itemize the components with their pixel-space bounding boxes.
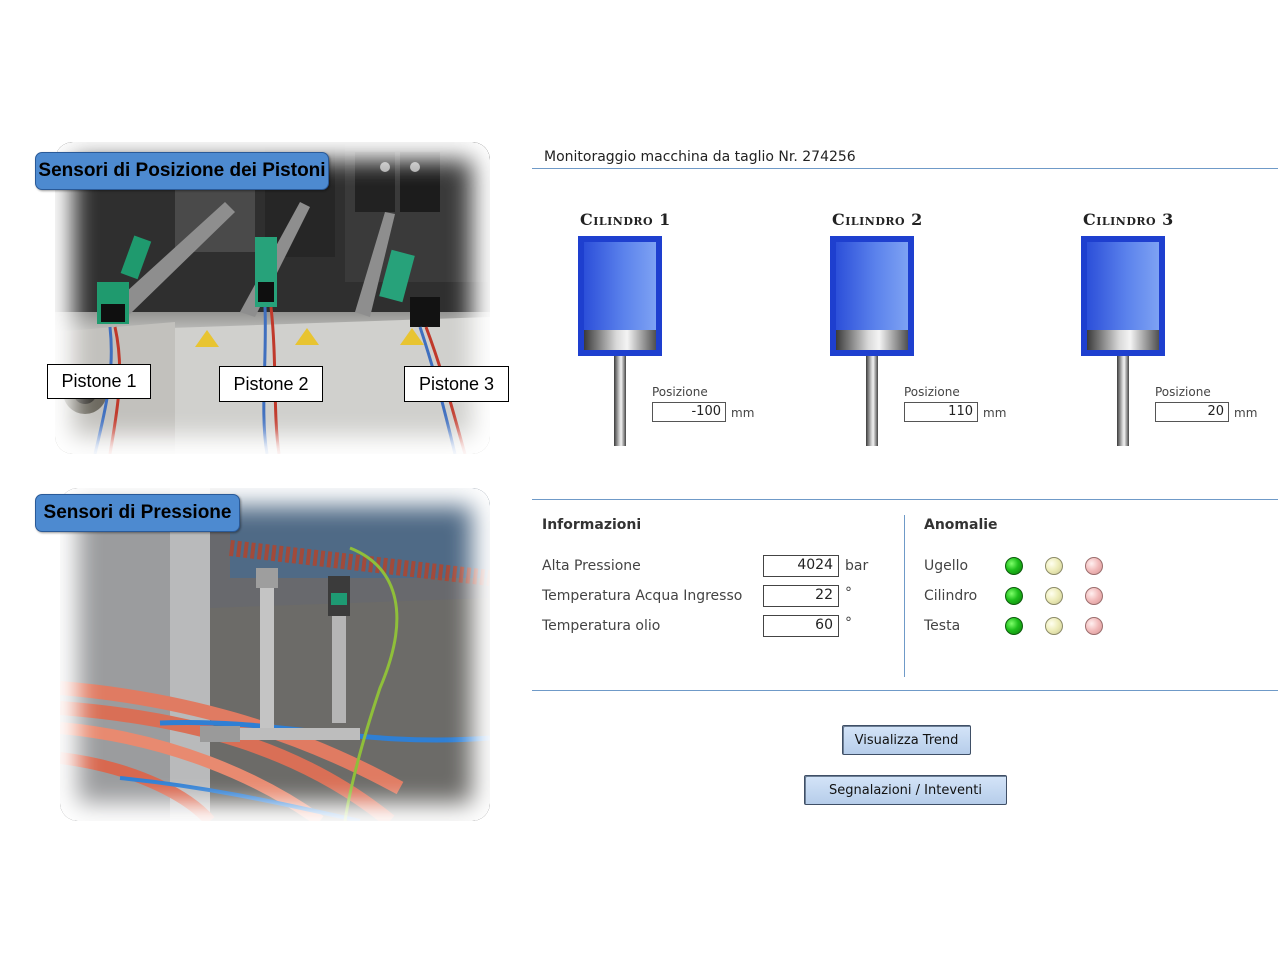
info-divider <box>532 690 1278 691</box>
cylinder-1-unit: mm <box>731 406 755 420</box>
cylinder-1-position-label: Posizione <box>652 385 708 399</box>
anomalia-testa-label: Testa <box>924 618 961 634</box>
cylinders-divider <box>532 499 1278 500</box>
piston-sensors-callout: Sensori di Posizione dei Pistoni <box>35 152 329 190</box>
info-anomalie-divider <box>904 515 905 677</box>
pressure-sensors-callout: Sensori di Pressione <box>35 494 240 532</box>
cylinder-3-position-field: 20 <box>1155 402 1229 422</box>
testa-red-indicator <box>1085 617 1103 635</box>
cylinder-3-rod <box>1117 356 1129 446</box>
ugello-green-indicator <box>1005 557 1023 575</box>
cylinder-1-rod <box>614 356 626 446</box>
visualizza-trend-button[interactable]: Visualizza Trend <box>842 725 971 755</box>
cylinder-2-position-label: Posizione <box>904 385 960 399</box>
cylinder-1-position-field: -100 <box>652 402 726 422</box>
pressure-sensors-photo <box>60 488 490 821</box>
title-divider <box>532 168 1278 169</box>
alta-pressione-label: Alta Pressione <box>542 558 641 574</box>
ugello-yellow-indicator <box>1045 557 1063 575</box>
cylinder-2-title: Cilindro 2 <box>832 210 923 229</box>
temperatura-acqua-unit: ° <box>845 585 852 601</box>
temperatura-olio-unit: ° <box>845 615 852 631</box>
machine-illustration <box>55 142 490 454</box>
temperatura-acqua-value: 22 <box>763 585 839 607</box>
cylinder-3-position-label: Posizione <box>1155 385 1211 399</box>
cylinder-3-title: Cilindro 3 <box>1083 210 1174 229</box>
segnalazioni-interventi-button[interactable]: Segnalazioni / Inteventi <box>804 775 1007 805</box>
cilindro-yellow-indicator <box>1045 587 1063 605</box>
testa-green-indicator <box>1005 617 1023 635</box>
alta-pressione-value: 4024 <box>763 555 839 577</box>
cylinder-2-unit: mm <box>983 406 1007 420</box>
info-section-title: Informazioni <box>542 517 642 533</box>
cylinder-3-unit: mm <box>1234 406 1258 420</box>
cylinder-2-rod <box>866 356 878 446</box>
pressure-illustration <box>60 488 490 821</box>
temperatura-acqua-label: Temperatura Acqua Ingresso <box>542 588 743 604</box>
cylinder-1-title: Cilindro 1 <box>580 210 671 229</box>
cylinder-1-body <box>578 236 662 356</box>
anomalia-cilindro-label: Cilindro <box>924 588 978 604</box>
cilindro-red-indicator <box>1085 587 1103 605</box>
testa-yellow-indicator <box>1045 617 1063 635</box>
cylinder-2-position-field: 110 <box>904 402 978 422</box>
cylinder-3-body <box>1081 236 1165 356</box>
temperatura-olio-label: Temperatura olio <box>542 618 661 634</box>
monitor-title: Monitoraggio macchina da taglio Nr. 2742… <box>544 149 856 165</box>
alta-pressione-unit: bar <box>845 558 869 574</box>
cilindro-green-indicator <box>1005 587 1023 605</box>
ugello-red-indicator <box>1085 557 1103 575</box>
pistone-2-label: Pistone 2 <box>219 366 323 402</box>
pistone-3-label: Pistone 3 <box>404 366 509 402</box>
anomalia-ugello-label: Ugello <box>924 558 969 574</box>
cylinder-2-body <box>830 236 914 356</box>
pistone-1-label: Pistone 1 <box>47 364 151 399</box>
piston-sensors-photo <box>55 142 490 454</box>
temperatura-olio-value: 60 <box>763 615 839 637</box>
anomalie-section-title: Anomalie <box>924 517 998 533</box>
